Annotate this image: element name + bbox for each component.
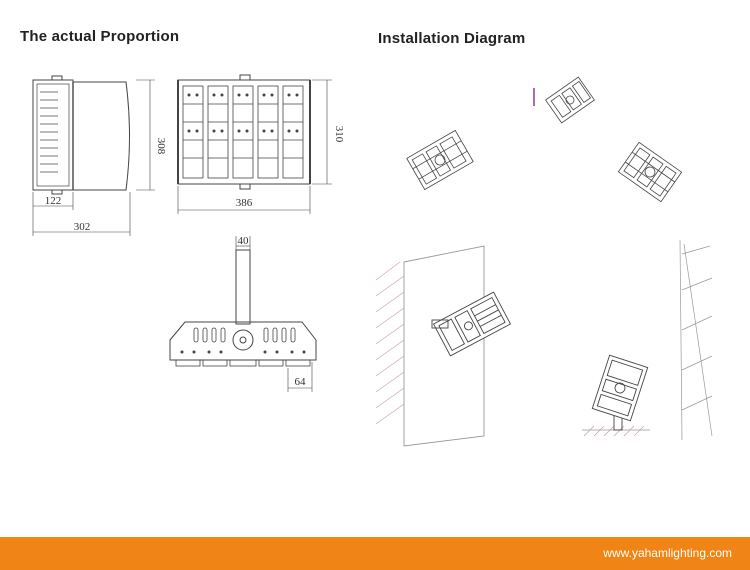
angled-view-top <box>545 76 595 124</box>
front-view <box>177 74 332 214</box>
dim-bracket-width: 40 <box>238 235 250 247</box>
dim-side-width: 302 <box>74 221 91 233</box>
angled-view-left <box>406 129 474 191</box>
dim-side-height: 308 <box>155 138 167 155</box>
dim-side-depth: 122 <box>45 195 62 207</box>
side-view <box>32 75 155 236</box>
technical-drawing: 308 122 302 310 386 40 64 <box>32 74 713 447</box>
dim-module-spacing: 64 <box>295 376 307 388</box>
dim-front-height: 310 <box>333 126 345 143</box>
angled-view-right <box>617 141 683 203</box>
dim-front-width: 386 <box>236 197 253 209</box>
wall-mount-scene <box>375 245 512 447</box>
actual-proportion-heading: The actual Proportion <box>20 28 180 45</box>
website-link[interactable]: www.yahamlighting.com <box>603 546 732 560</box>
footer-bar: www.yahamlighting.com <box>0 537 750 570</box>
installation-diagram-heading: Installation Diagram <box>378 30 526 47</box>
ground-mount-scene <box>582 239 713 441</box>
bracket-view <box>169 236 317 392</box>
